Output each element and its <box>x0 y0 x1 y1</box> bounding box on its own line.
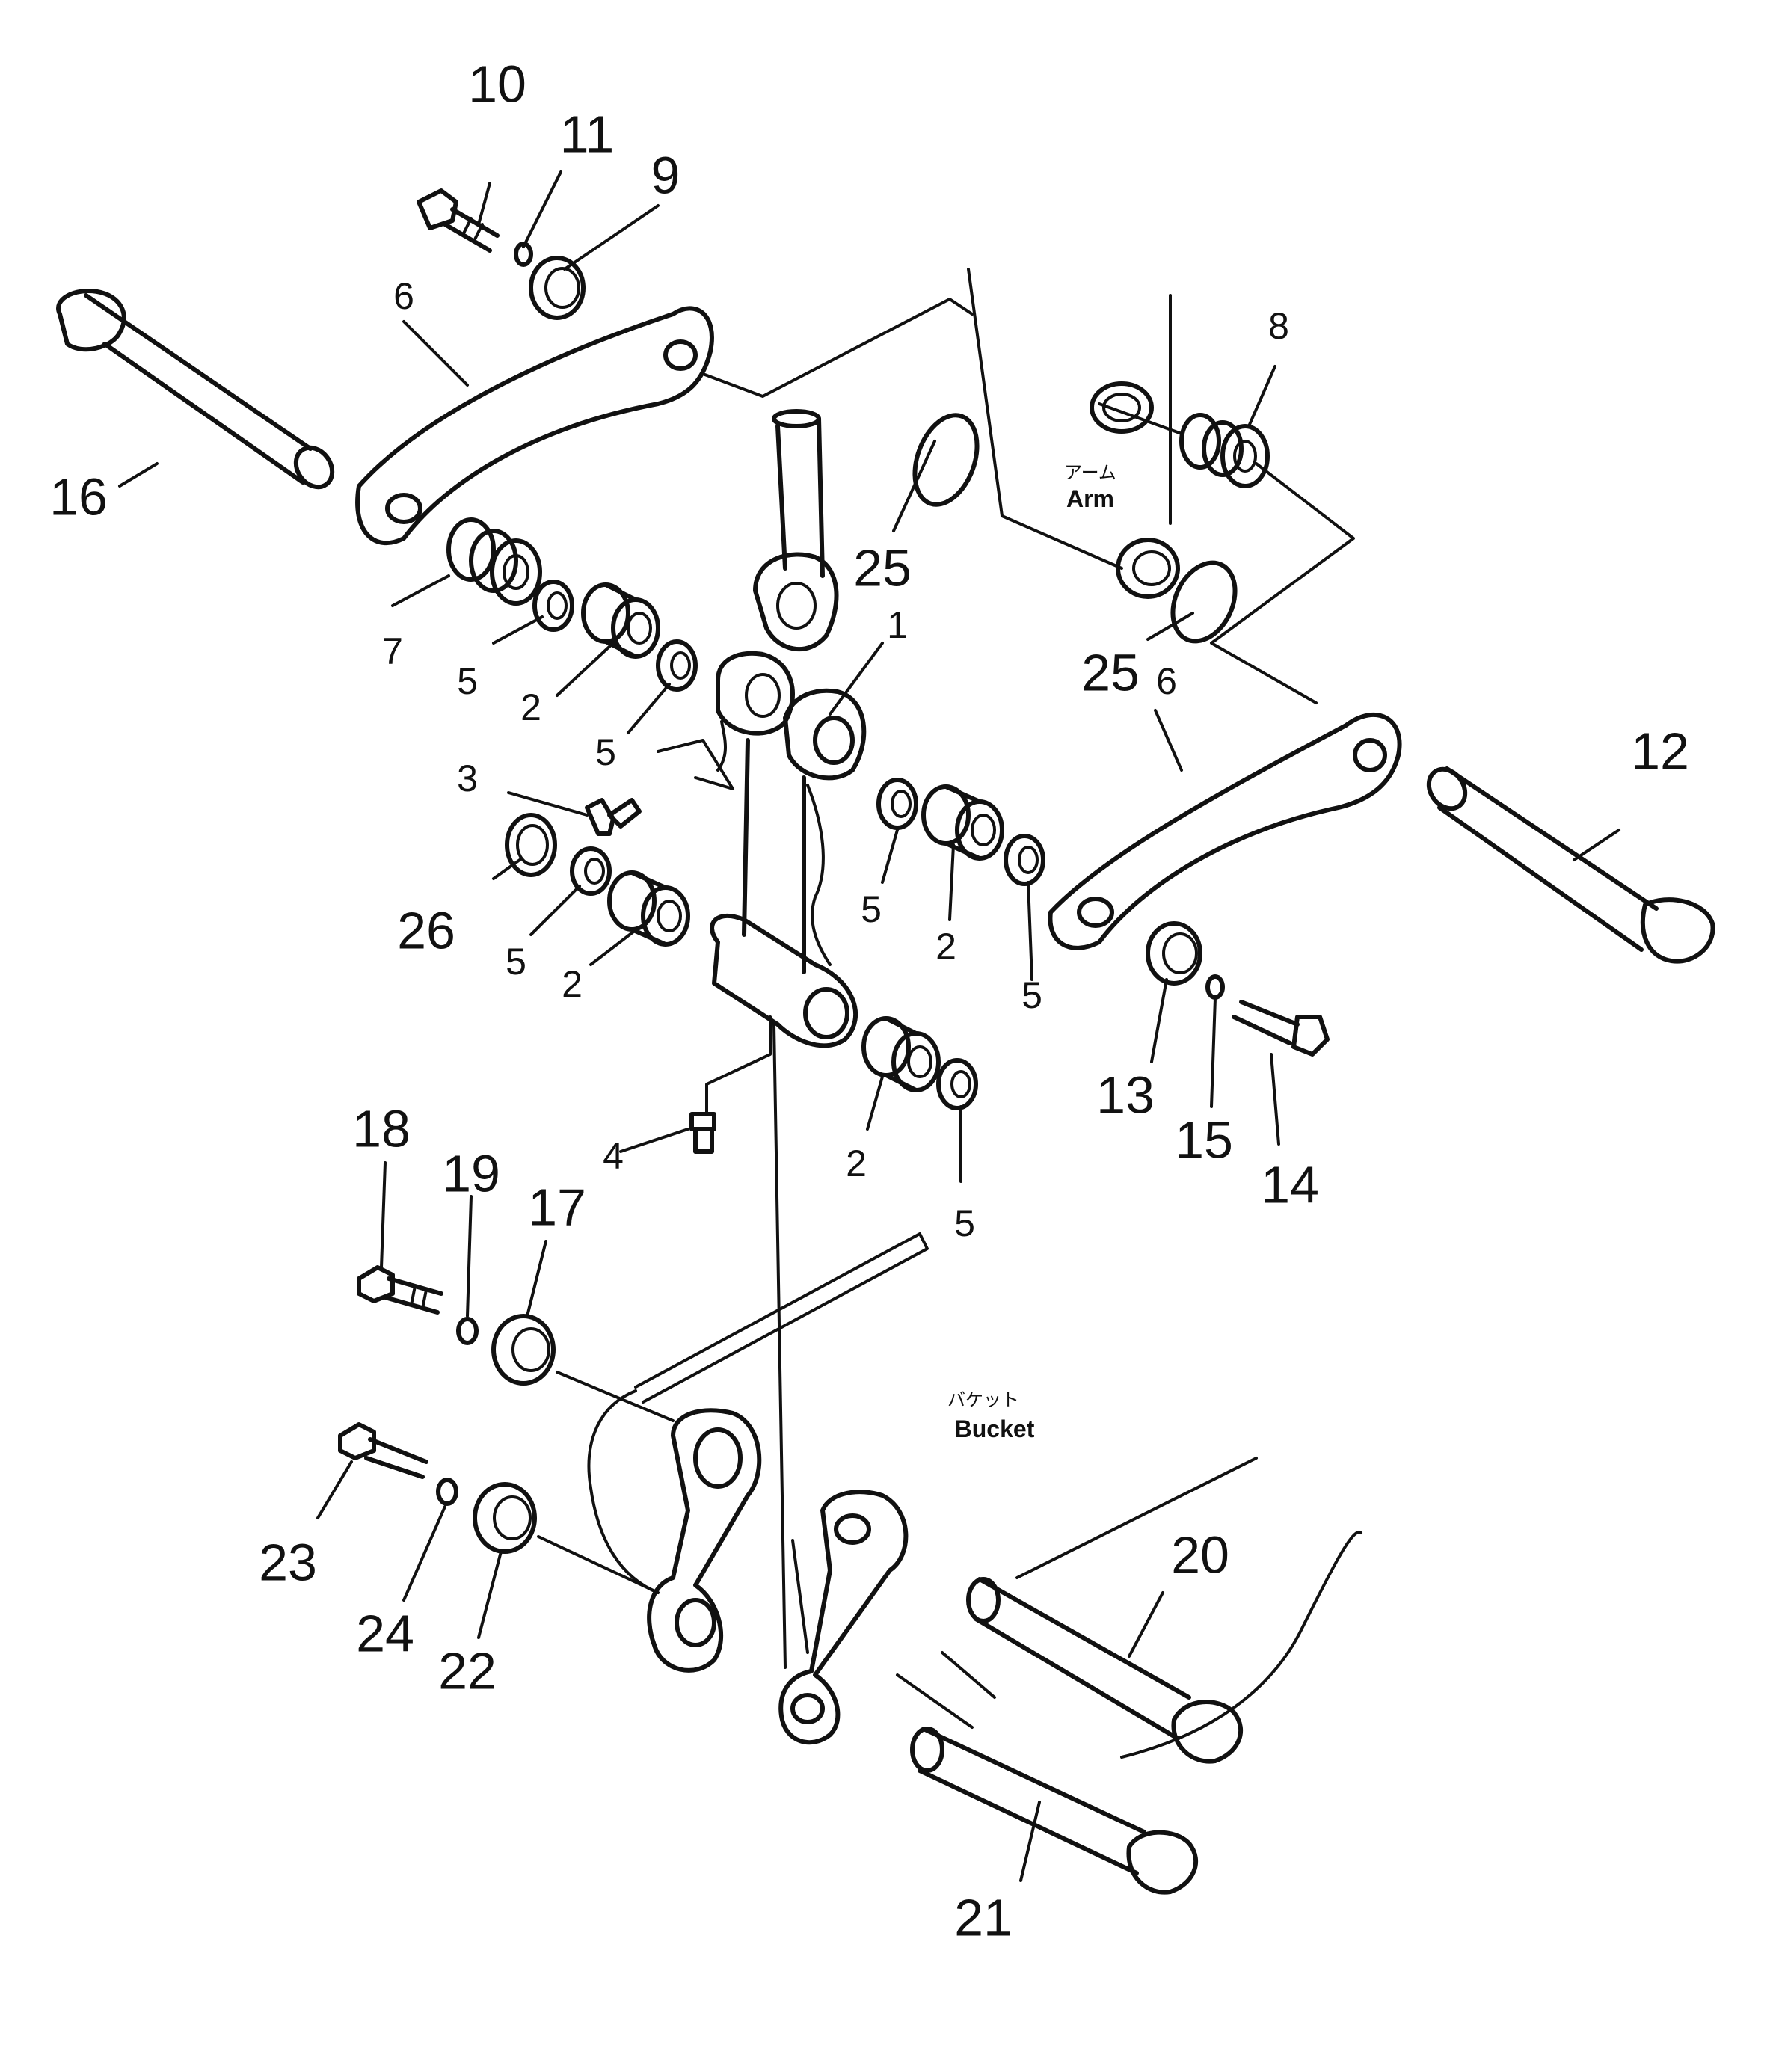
label-8: 8 <box>1268 305 1289 347</box>
label-25-lower: 25 <box>1081 643 1140 701</box>
label-14: 14 <box>1261 1155 1319 1214</box>
label-5-lower: 5 <box>954 1202 975 1244</box>
seal-part-5-middle-right <box>876 778 918 830</box>
spacer-part-13 <box>1146 921 1202 986</box>
bucket-bracket-right <box>778 1490 909 1745</box>
spacer-part-22 <box>473 1482 660 1594</box>
arm-boss-upper <box>1090 381 1154 434</box>
label-3: 3 <box>457 757 478 799</box>
label-26: 26 <box>397 901 455 959</box>
label-13: 13 <box>1096 1066 1155 1124</box>
bushing-part-2-upper-left <box>581 582 660 659</box>
shim-set-part-8 <box>1179 413 1270 488</box>
label-24: 24 <box>356 1604 414 1662</box>
bucket-outline <box>587 1023 1362 1759</box>
seal-part-5-upper-center <box>656 639 698 692</box>
arm-boss-lower <box>1116 538 1180 599</box>
cylinder-rod <box>753 409 839 651</box>
label-19: 19 <box>442 1144 500 1202</box>
spacer-part-9 <box>529 256 586 320</box>
washer-part-24 <box>436 1478 458 1506</box>
pin-part-21 <box>910 1727 1199 1895</box>
o-ring-part-25-lower <box>1170 560 1238 644</box>
label-10: 10 <box>468 55 526 113</box>
bolt-part-18 <box>357 1265 443 1315</box>
arm-note: アーム Arm <box>1064 462 1116 512</box>
svg-text:アーム: アーム <box>1064 462 1116 483</box>
label-12: 12 <box>1631 722 1689 780</box>
label-4: 4 <box>603 1135 624 1177</box>
label-22: 22 <box>438 1641 497 1700</box>
label-17: 17 <box>528 1178 586 1236</box>
bolt-part-23 <box>338 1422 428 1479</box>
bucket-bracket-left <box>647 1408 762 1673</box>
shim-set-part-7 <box>446 517 542 606</box>
leader-lines <box>118 170 1620 1882</box>
svg-text:Arm: Arm <box>1066 485 1114 512</box>
seal-part-5-lower <box>936 1058 978 1110</box>
label-16: 16 <box>49 467 108 526</box>
svg-text:Bucket: Bucket <box>955 1415 1035 1442</box>
grease-fitting-part-4 <box>689 1015 772 1154</box>
grease-fitting-part-3 <box>585 798 642 836</box>
label-2-middle-left: 2 <box>562 963 583 1005</box>
label-5-upper-center: 5 <box>595 731 616 773</box>
label-6-upper: 6 <box>393 275 414 317</box>
pin-part-20 <box>966 1577 1244 1764</box>
seal-part-5-upper-left <box>532 580 574 632</box>
label-5-right: 5 <box>1021 974 1042 1016</box>
label-5-middle-left: 5 <box>506 941 526 983</box>
link-part-6-lower <box>1048 712 1402 950</box>
label-2-lower: 2 <box>846 1143 867 1184</box>
label-6-lower: 6 <box>1156 660 1177 702</box>
label-20: 20 <box>1171 1525 1229 1584</box>
label-1: 1 <box>887 604 908 646</box>
bushing-part-2-middle-right <box>921 784 1004 861</box>
seal-part-5-right <box>1004 834 1045 886</box>
svg-text:バケット: バケット <box>947 1389 1019 1410</box>
part-labels: 10 11 9 6 8 16 25 7 5 2 5 1 25 6 12 3 26… <box>49 55 1689 1946</box>
label-9: 9 <box>651 146 680 204</box>
bushing-part-2-middle-left <box>607 870 690 947</box>
pin-part-12 <box>1426 766 1715 964</box>
label-23: 23 <box>259 1533 317 1591</box>
bolt-part-10 <box>417 188 500 253</box>
label-18: 18 <box>352 1099 411 1158</box>
shim-part-26 <box>505 813 557 877</box>
bolt-part-14 <box>1232 1000 1330 1057</box>
seal-part-5-middle-left <box>570 846 612 896</box>
label-7: 7 <box>382 630 403 672</box>
link-part-6-upper <box>355 306 714 546</box>
label-5-upper-left: 5 <box>457 660 478 702</box>
washer-part-15 <box>1205 974 1225 1000</box>
label-21: 21 <box>954 1888 1013 1946</box>
label-15: 15 <box>1175 1110 1233 1169</box>
label-2-middle-right: 2 <box>935 926 956 968</box>
label-25-upper: 25 <box>853 538 912 597</box>
arm-outline <box>701 268 1355 704</box>
label-5-middle-right: 5 <box>861 888 882 930</box>
bushing-part-2-lower <box>861 1016 941 1092</box>
label-2-upper-left: 2 <box>520 686 541 728</box>
spacer-part-17 <box>491 1314 675 1422</box>
o-ring-part-25-upper <box>912 413 980 507</box>
link-body-part-1 <box>657 651 867 1048</box>
washer-part-19 <box>456 1317 479 1345</box>
pin-part-16 <box>56 289 335 490</box>
label-11: 11 <box>560 105 615 163</box>
bucket-note: バケット Bucket <box>947 1389 1035 1442</box>
